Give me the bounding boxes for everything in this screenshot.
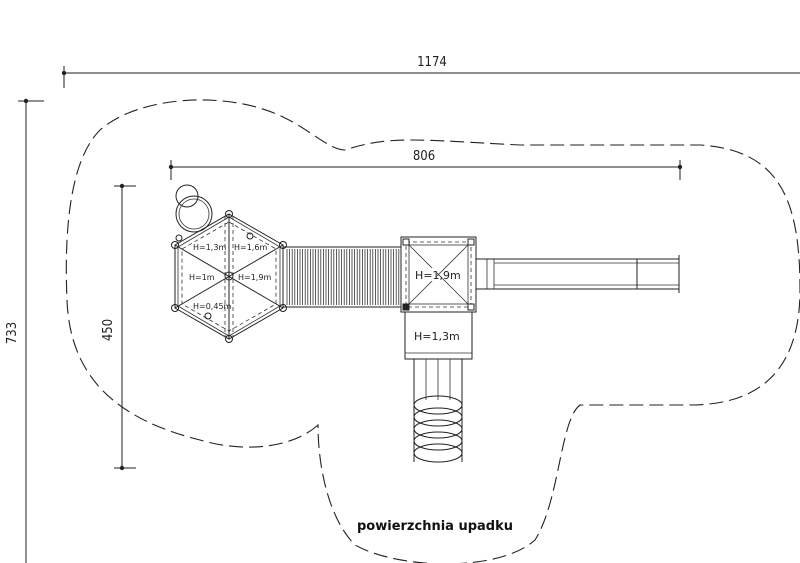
lower-step-platform: H=1,3m	[404, 311, 473, 360]
lower-step-height-label: H=1,3m	[414, 330, 460, 343]
hexagonal-tower: H=1,3m H=1,6m H=1m H=1,9m H=0,45m	[171, 210, 287, 343]
overall-width-dimension: 1174	[61, 55, 800, 88]
inner-width-dimension: 806	[168, 149, 683, 180]
safety-zone-label: powierzchnia upadku	[357, 519, 513, 534]
inner-depth-dimension: 450	[101, 183, 136, 471]
ring-climber	[175, 184, 213, 233]
square-tower: H=1,9m	[400, 236, 477, 313]
inner-width-label: 806	[413, 149, 435, 164]
slide	[475, 255, 680, 293]
hex-height-mid-left: H=1m	[189, 273, 215, 282]
tube-tunnel	[282, 246, 402, 308]
hex-height-top-left: H=1,3m	[193, 243, 226, 252]
tube-ribs	[286, 249, 400, 305]
hex-height-mid-right: H=1,9m	[238, 273, 271, 282]
safety-zone-outline	[65, 99, 800, 563]
tower-height-label: H=1,9m	[415, 269, 461, 282]
hex-height-top-right: H=1,6m	[234, 243, 267, 252]
inner-depth-label: 450	[101, 319, 116, 341]
overall-depth-dimension: 733	[5, 98, 44, 563]
hex-height-bottom: H=0,45m	[193, 302, 232, 311]
overall-depth-label: 733	[5, 322, 20, 344]
spiral-climber	[413, 359, 463, 463]
overall-width-label: 1174	[417, 55, 447, 70]
